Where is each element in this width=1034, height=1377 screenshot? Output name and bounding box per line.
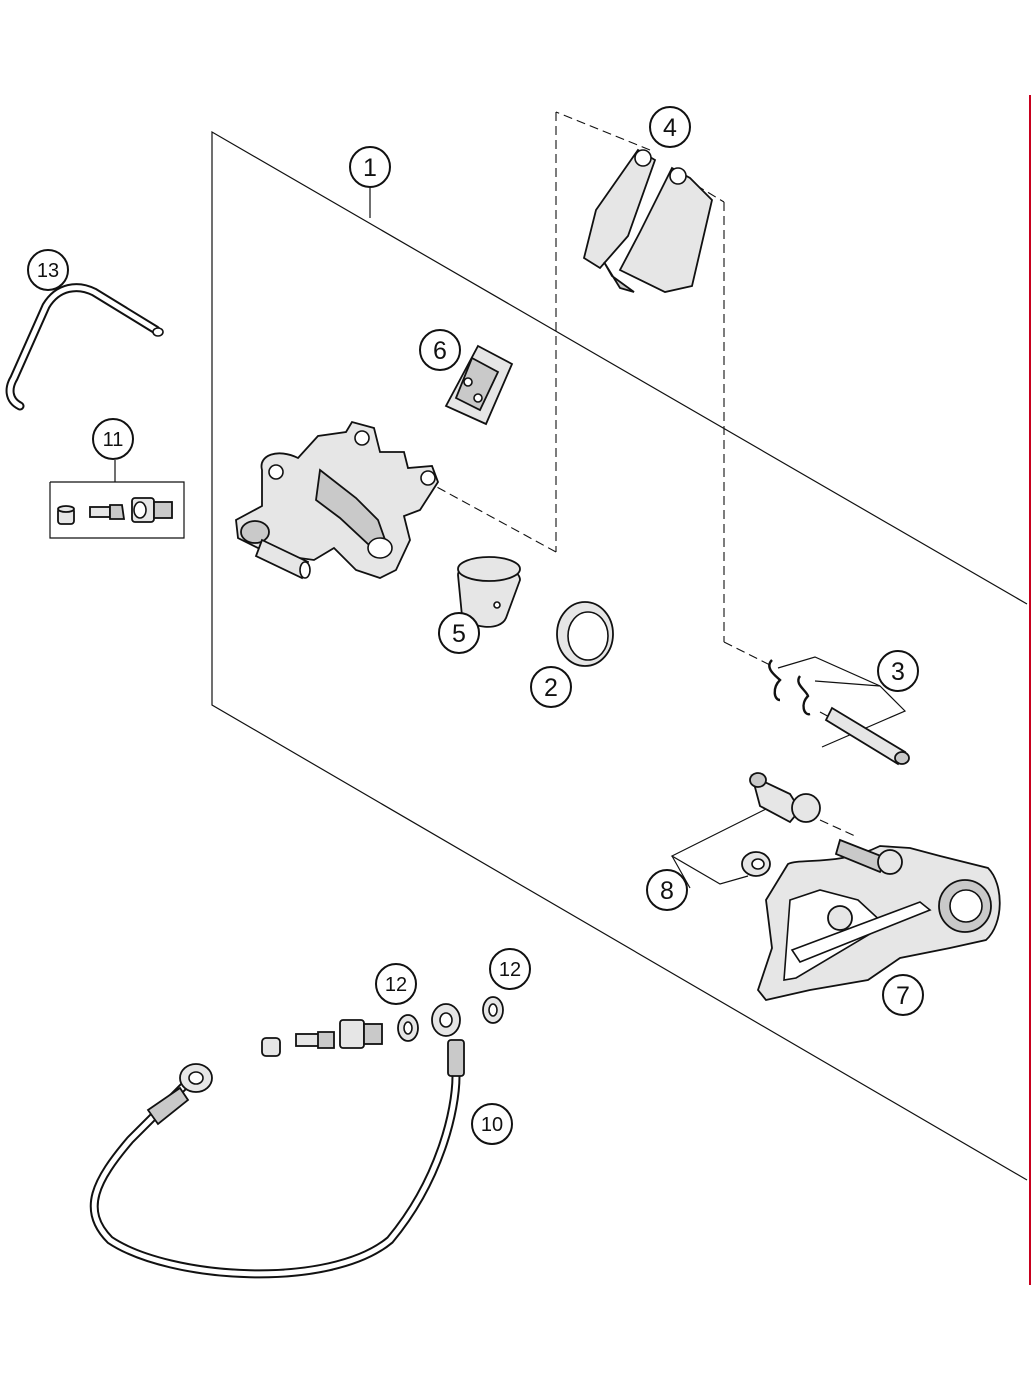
callout-2-label: 2 (544, 674, 558, 702)
callout-5-label: 5 (452, 620, 466, 648)
bleeder-screw-set (57, 497, 173, 525)
callout-6: 6 (419, 329, 461, 371)
brake-line (89, 1003, 465, 1279)
callout-10-label: 10 (481, 1114, 503, 1136)
piston-seal (556, 601, 614, 667)
callout-12-right-label: 12 (499, 959, 521, 981)
caliper-body (235, 420, 440, 580)
callout-1: 1 (349, 146, 391, 188)
callout-12-left: 12 (375, 963, 417, 1005)
callout-12-left-label: 12 (385, 974, 407, 996)
callout-13-label: 13 (37, 260, 59, 282)
vent-hose (5, 283, 164, 411)
callout-7-label: 7 (896, 982, 910, 1010)
callout-5: 5 (438, 612, 480, 654)
banjo-bolt-washers (261, 996, 504, 1057)
callout-3-label: 3 (891, 658, 905, 686)
callout-11-label: 11 (103, 429, 124, 451)
callout-6-label: 6 (433, 337, 447, 365)
callout-8-label: 8 (660, 877, 674, 905)
page-edge-marker (1029, 95, 1031, 1285)
callout-12-right: 12 (489, 948, 531, 990)
pad-pin-and-clips (768, 659, 910, 766)
assembly-lines (49, 111, 1028, 1181)
callout-8: 8 (646, 869, 688, 911)
caliper-support-bracket (756, 838, 1001, 1002)
piston (457, 556, 521, 628)
callout-7: 7 (882, 974, 924, 1016)
callout-4-label: 4 (663, 114, 677, 142)
callout-10: 10 (471, 1103, 513, 1145)
callout-2: 2 (530, 666, 572, 708)
callout-4: 4 (649, 106, 691, 148)
callout-3: 3 (877, 650, 919, 692)
callout-1-label: 1 (363, 154, 377, 182)
callout-11: 11 (92, 418, 134, 460)
callout-13: 13 (27, 249, 69, 291)
guide-pins (741, 772, 821, 877)
brake-pads (582, 148, 713, 293)
pad-spring (444, 344, 514, 426)
